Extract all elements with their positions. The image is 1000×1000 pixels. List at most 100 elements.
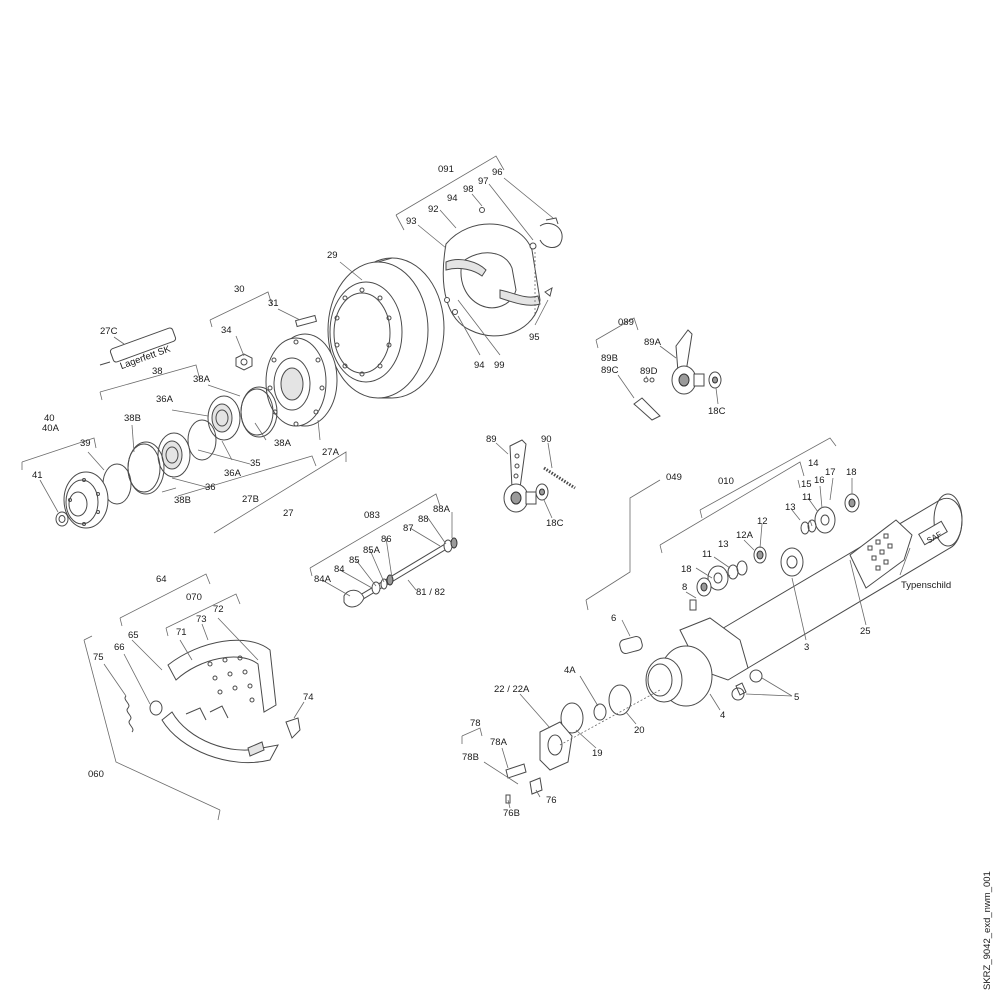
label-3: 3 xyxy=(804,642,809,653)
label-64: 64 xyxy=(156,574,167,585)
label-010: 010 xyxy=(718,476,734,487)
drawing-id: SKRZ_9042_exd_nwm_001 xyxy=(982,871,993,990)
label-78A: 78A xyxy=(490,737,508,748)
label-091: 091 xyxy=(438,164,454,175)
label-85A: 85A xyxy=(363,545,381,556)
label-84: 84 xyxy=(334,564,345,575)
label-97: 97 xyxy=(478,176,489,187)
label-35: 35 xyxy=(250,458,261,469)
label-78: 78 xyxy=(470,718,481,729)
label-38B-bottom: 38B xyxy=(174,495,191,506)
label-18-left: 18 xyxy=(681,564,692,575)
label-38: 38 xyxy=(152,366,163,377)
label-89A: 89A xyxy=(644,337,662,348)
label-20: 20 xyxy=(634,725,645,736)
label-98: 98 xyxy=(463,184,474,195)
label-74: 74 xyxy=(303,692,314,703)
label-86: 86 xyxy=(381,534,392,545)
label-25: 25 xyxy=(860,626,871,637)
label-19: 19 xyxy=(592,748,603,759)
label-36: 36 xyxy=(205,482,216,493)
label-90: 90 xyxy=(541,434,552,445)
label-16: 16 xyxy=(814,475,825,486)
label-89: 89 xyxy=(486,434,497,445)
label-75: 75 xyxy=(93,652,104,663)
label-18-right: 18 xyxy=(846,467,857,478)
label-94-top: 94 xyxy=(447,193,458,204)
kingpin-parts xyxy=(505,684,661,804)
label-12A: 12A xyxy=(736,530,754,541)
label-27C: 27C xyxy=(100,326,118,337)
dust-shield xyxy=(442,207,563,337)
label-18C-top: 18C xyxy=(708,406,726,417)
label-38B-top: 38B xyxy=(124,413,141,424)
slack-adjuster-lower xyxy=(503,439,576,513)
brake-drum xyxy=(327,257,445,399)
label-27A: 27A xyxy=(322,447,340,458)
label-72: 72 xyxy=(213,604,224,615)
label-11-left: 11 xyxy=(702,549,712,560)
label-40A: 40A xyxy=(42,423,60,434)
label-5: 5 xyxy=(794,692,799,703)
label-76: 76 xyxy=(546,795,557,806)
leader-lines xyxy=(21,155,911,821)
label-99: 99 xyxy=(494,360,505,371)
label-73: 73 xyxy=(196,614,207,625)
label-96: 96 xyxy=(492,167,503,178)
label-4A: 4A xyxy=(564,665,576,676)
label-22-22A: 22 / 22A xyxy=(494,684,530,695)
label-049: 049 xyxy=(666,472,682,483)
label-070: 070 xyxy=(186,592,202,603)
label-13-right: 13 xyxy=(785,502,796,513)
label-76B: 76B xyxy=(503,808,520,819)
label-30: 30 xyxy=(234,284,245,295)
label-89B: 89B xyxy=(601,353,618,364)
label-78B: 78B xyxy=(462,752,479,763)
label-88A: 88A xyxy=(433,504,451,515)
label-89C: 89C xyxy=(601,365,619,376)
callout-labels: 091 96 97 98 94 92 93 29 95 94 99 30 31 … xyxy=(32,164,951,819)
label-34: 34 xyxy=(221,325,232,336)
label-71: 71 xyxy=(176,627,187,638)
label-81-82: 81 / 82 xyxy=(416,587,445,598)
grease-tube xyxy=(99,327,177,366)
label-40: 40 xyxy=(44,413,55,424)
brake-shoes xyxy=(124,639,301,764)
label-31: 31 xyxy=(268,298,279,309)
label-27: 27 xyxy=(283,508,294,519)
label-93: 93 xyxy=(406,216,417,227)
label-27B: 27B xyxy=(242,494,259,505)
label-13-left: 13 xyxy=(718,539,729,550)
label-11-right: 11 xyxy=(802,492,812,503)
label-38A-top: 38A xyxy=(193,374,211,385)
label-29: 29 xyxy=(327,250,338,261)
label-84A: 84A xyxy=(314,574,332,585)
label-060: 060 xyxy=(88,769,104,780)
bearing-set xyxy=(102,386,278,505)
label-6: 6 xyxy=(611,613,616,624)
label-15: 15 xyxy=(801,479,812,490)
label-95: 95 xyxy=(529,332,540,343)
hub-cap xyxy=(55,471,109,529)
label-089: 089 xyxy=(618,317,634,328)
label-88: 88 xyxy=(418,514,429,525)
camshaft xyxy=(343,537,458,608)
label-89D: 89D xyxy=(640,366,658,377)
label-18C-bottom: 18C xyxy=(546,518,564,529)
label-41: 41 xyxy=(32,470,43,481)
seal-rings xyxy=(696,493,860,597)
label-083: 083 xyxy=(364,510,380,521)
label-8: 8 xyxy=(682,582,687,593)
label-85: 85 xyxy=(349,555,360,566)
label-4: 4 xyxy=(720,710,725,721)
label-38A-bottom: 38A xyxy=(274,438,292,449)
label-39: 39 xyxy=(80,438,91,449)
label-14: 14 xyxy=(808,458,819,469)
slack-adjuster-upper xyxy=(633,329,722,421)
label-92: 92 xyxy=(428,204,439,215)
label-12: 12 xyxy=(757,516,768,527)
wheel-hub xyxy=(235,314,338,427)
axle-beam xyxy=(619,493,963,707)
label-94-bottom: 94 xyxy=(474,360,485,371)
